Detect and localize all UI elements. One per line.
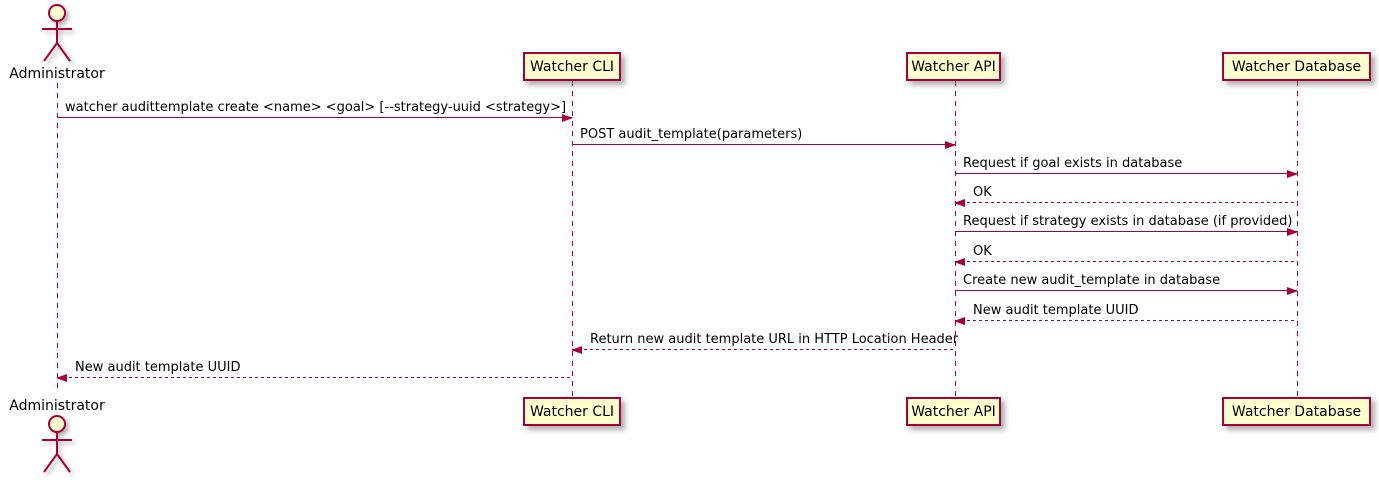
participant-box-watcher-api-bottom: Watcher API [906,397,1001,426]
message-line [955,173,1297,174]
actor-icon [42,4,72,62]
actor-label: Administrator [9,66,105,82]
participant-label: Watcher API [911,403,996,420]
participant-label: Watcher CLI [529,403,615,420]
message-label: POST audit_template(parameters) [580,127,803,142]
message-new-uuid-to-admin: New audit template UUID [56,358,572,382]
message-label: OK [973,185,992,200]
message-line [572,144,955,145]
arrowhead-icon [1287,287,1298,295]
lifeline-watcher-api [955,81,956,397]
participant-label: Watcher API [911,58,996,75]
message-line [57,117,572,118]
arrowhead-icon [1287,170,1298,178]
message-label: New audit template UUID [75,360,241,375]
arrowhead-icon [954,317,965,325]
arrowhead-icon [562,114,573,122]
message-return-url-location-header: Return new audit template URL in HTTP Lo… [571,330,959,354]
message-post-audit-template: POST audit_template(parameters) [572,125,956,149]
lifeline-watcher-cli [572,81,573,397]
message-ok-goal: OK [954,183,1297,207]
arrowhead-icon [954,258,965,266]
arrowhead-icon [1287,228,1298,236]
message-label: watcher audittemplate create <name> <goa… [65,100,567,115]
arrowhead-icon [56,374,67,382]
participant-box-watcher-cli-bottom: Watcher CLI [523,397,621,426]
message-line [572,349,955,350]
lifeline-administrator [57,83,58,393]
participant-label: Watcher Database [1231,58,1362,75]
message-line [955,320,1297,321]
message-request-goal-exists: Request if goal exists in database [955,154,1298,178]
arrowhead-icon [945,141,956,149]
participant-box-watcher-api-top: Watcher API [906,52,1001,81]
message-request-strategy-exists: Request if strategy exists in database (… [955,212,1298,236]
message-ok-strategy: OK [954,242,1297,266]
arrowhead-icon [954,199,965,207]
participant-label: Watcher Database [1231,403,1362,420]
message-label: OK [973,244,992,259]
message-label: Create new audit_template in database [963,273,1221,288]
message-line [955,290,1297,291]
message-label: Return new audit template URL in HTTP Lo… [590,332,959,347]
arrowhead-icon [571,346,582,354]
actor-label: Administrator [9,398,105,414]
participant-label: Watcher CLI [529,58,615,75]
participant-box-watcher-database-top: Watcher Database [1222,52,1371,81]
message-create-audittemplate: watcher audittemplate create <name> <goa… [57,98,573,122]
participant-box-watcher-database-bottom: Watcher Database [1222,397,1371,426]
message-line [955,231,1297,232]
actor-icon [42,415,72,473]
message-label: Request if goal exists in database [963,156,1183,171]
message-create-in-database: Create new audit_template in database [955,271,1298,295]
participant-box-watcher-cli-top: Watcher CLI [523,52,621,81]
message-line [955,202,1297,203]
message-label: Request if strategy exists in database (… [963,214,1293,229]
message-label: New audit template UUID [973,303,1139,318]
message-line [57,377,572,378]
message-line [955,261,1297,262]
lifeline-watcher-database [1297,81,1298,397]
message-new-uuid-from-db: New audit template UUID [954,301,1297,325]
